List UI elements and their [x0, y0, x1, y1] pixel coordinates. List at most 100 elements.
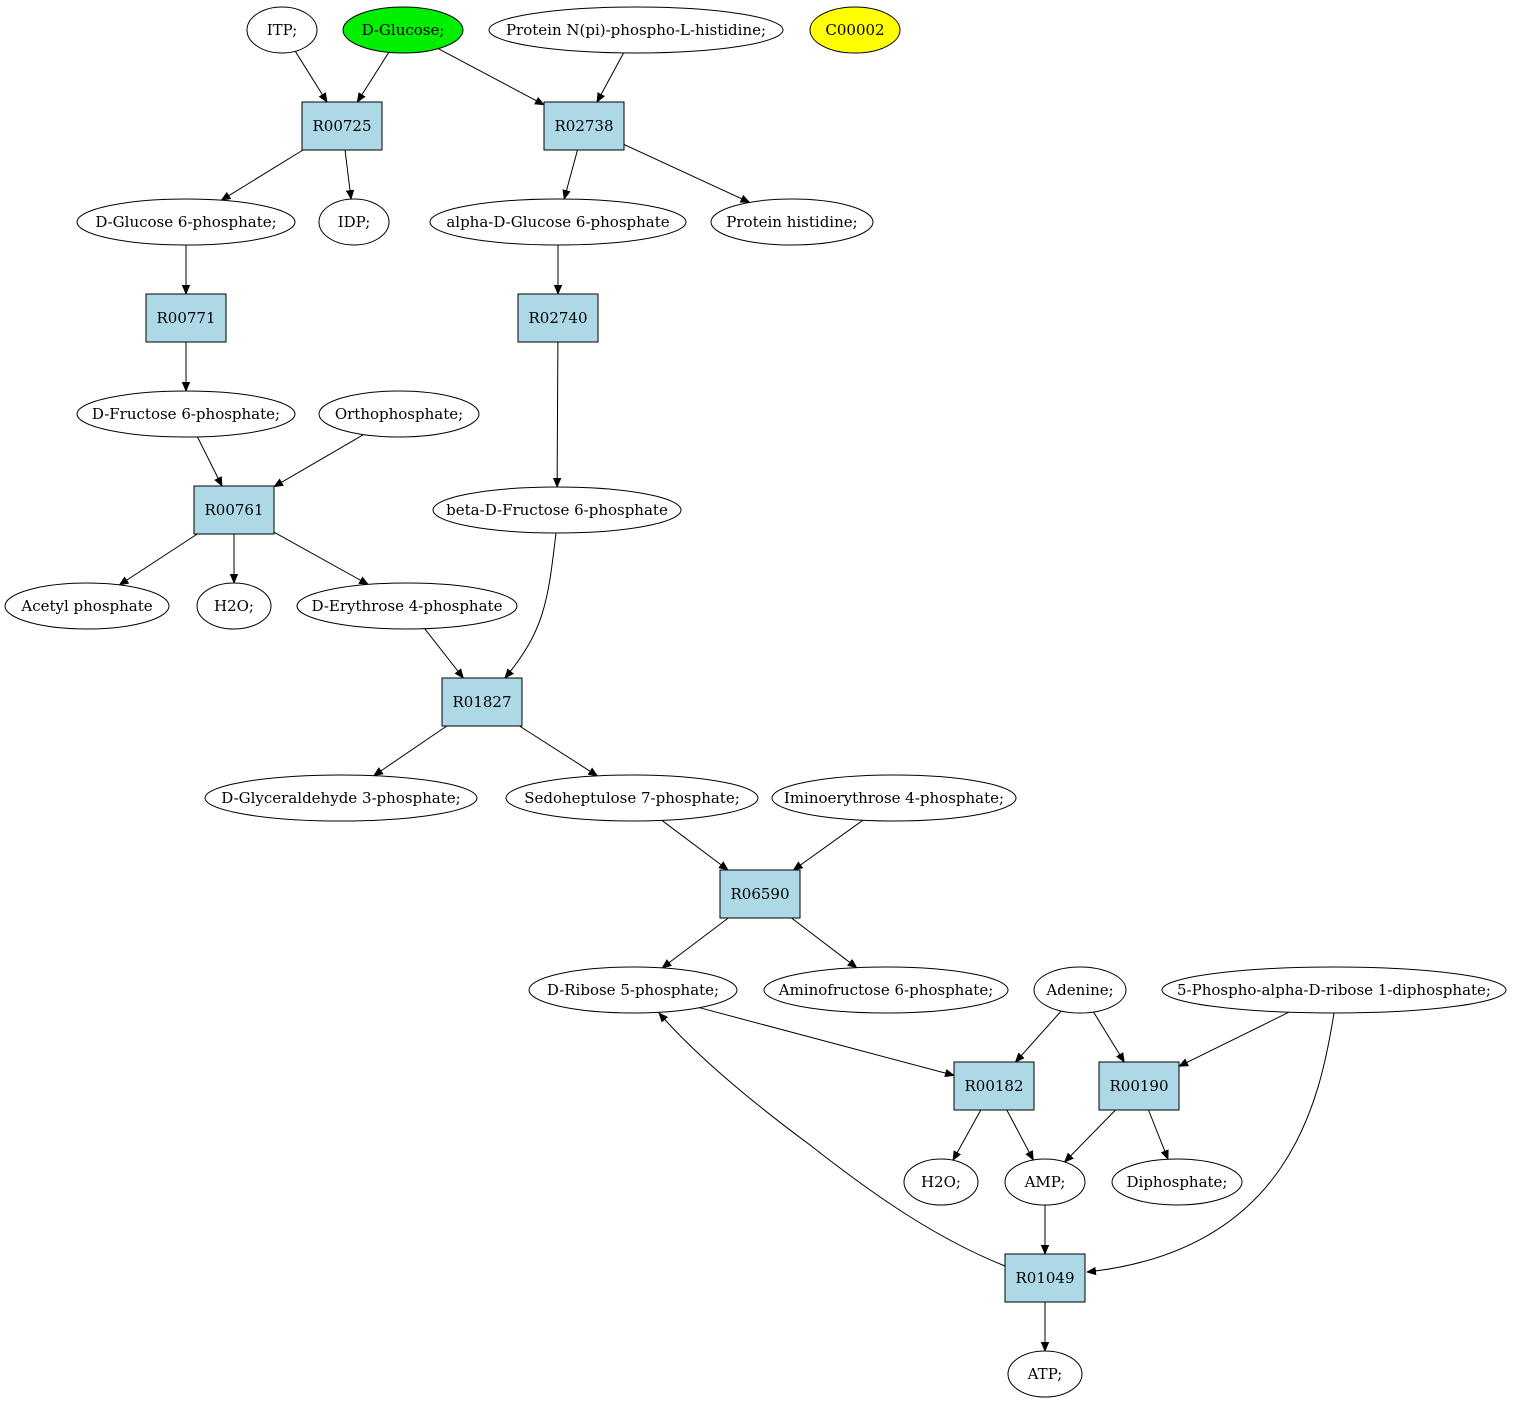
- compound-ellipse: [1007, 1350, 1083, 1398]
- node-label: D-Glyceraldehyde 3-phosphate;: [221, 789, 460, 807]
- edge-orthophosphate-to-r00761: [273, 434, 364, 488]
- node-label: D-Ribose 5-phosphate;: [547, 981, 719, 999]
- edge-adenine-to-r00182: [1014, 1010, 1062, 1063]
- edge-protein-phospho-to-r02738: [596, 52, 625, 103]
- compound-node-c00002[interactable]: C00002: [809, 6, 901, 54]
- edge-r02738-to-adg6p: [562, 149, 578, 200]
- edge-dglucose-to-r00725: [356, 52, 390, 103]
- edge-r06590-to-dr5p: [661, 917, 729, 969]
- compound-node-protein-phospho[interactable]: Protein N(pi)-phospho-L-histidine;: [488, 6, 784, 54]
- node-label: Diphosphate;: [1127, 1173, 1228, 1191]
- edge-r00761-to-acetyl-p: [118, 533, 198, 586]
- compound-node-itp[interactable]: ITP;: [246, 6, 318, 54]
- node-label: Iminoerythrose 4-phosphate;: [784, 789, 1004, 807]
- reaction-node-r00761[interactable]: R00761: [193, 485, 275, 535]
- compound-node-dglucose[interactable]: D-Glucose;: [342, 6, 464, 54]
- node-label: Protein N(pi)-phospho-L-histidine;: [506, 21, 766, 39]
- node-label: Sedoheptulose 7-phosphate;: [524, 789, 740, 807]
- node-label: R02740: [528, 309, 587, 327]
- node-label: R00725: [312, 117, 371, 135]
- compound-node-adg6p[interactable]: alpha-D-Glucose 6-phosphate: [429, 198, 687, 246]
- compound-node-bdf6p[interactable]: beta-D-Fructose 6-phosphate: [432, 486, 682, 534]
- compound-node-df6p[interactable]: D-Fructose 6-phosphate;: [76, 390, 296, 438]
- reaction-box: [1098, 1061, 1180, 1111]
- compound-ellipse: [763, 966, 1009, 1014]
- reaction-box: [145, 293, 227, 343]
- node-label: C00002: [825, 21, 884, 39]
- node-label: R01049: [1015, 1269, 1074, 1287]
- edge-r01827-to-s7p: [519, 725, 599, 777]
- reaction-node-r00190[interactable]: R00190: [1098, 1061, 1180, 1111]
- reaction-node-r01049[interactable]: R01049: [1004, 1253, 1086, 1303]
- compound-node-adenine[interactable]: Adenine;: [1033, 966, 1127, 1014]
- reaction-node-r00725[interactable]: R00725: [301, 101, 383, 151]
- compound-node-de4p[interactable]: D-Erythrose 4-phosphate: [296, 582, 518, 630]
- edge-r00182-to-amp: [1006, 1109, 1034, 1161]
- compound-node-ie4p[interactable]: Iminoerythrose 4-phosphate;: [771, 774, 1017, 822]
- node-label: beta-D-Fructose 6-phosphate: [446, 501, 668, 519]
- reaction-box: [543, 101, 625, 151]
- node-label: D-Glucose 6-phosphate;: [95, 213, 276, 231]
- node-label: R00190: [1109, 1077, 1168, 1095]
- edge-s7p-to-r06590: [661, 819, 729, 871]
- compound-ellipse: [76, 198, 296, 246]
- node-label: Acetyl phosphate: [20, 597, 152, 615]
- compound-node-amp[interactable]: AMP;: [1004, 1158, 1086, 1206]
- reaction-box: [517, 293, 599, 343]
- edge-r02738-to-protein-his: [623, 144, 751, 203]
- compound-ellipse: [342, 6, 464, 54]
- compound-node-diphosphate[interactable]: Diphosphate;: [1111, 1158, 1243, 1206]
- edge-r00190-to-amp: [1063, 1109, 1116, 1163]
- edge-df6p-to-r00761: [196, 436, 223, 487]
- reaction-node-r06590[interactable]: R06590: [719, 869, 801, 919]
- nodes-layer: ITP; D-Glucose; Protein N(pi)-phospho-L-hi…: [4, 6, 1507, 1398]
- node-label: D-Glucose;: [362, 21, 445, 39]
- compound-node-atp[interactable]: ATP;: [1007, 1350, 1083, 1398]
- compound-node-dga3p[interactable]: D-Glyceraldehyde 3-phosphate;: [204, 774, 478, 822]
- compound-ellipse: [1111, 1158, 1243, 1206]
- reaction-node-r02740[interactable]: R02740: [517, 293, 599, 343]
- compound-node-protein-his[interactable]: Protein histidine;: [710, 198, 874, 246]
- node-label: H2O;: [921, 1173, 961, 1191]
- node-label: Orthophosphate;: [335, 405, 463, 423]
- compound-node-h2o-b[interactable]: H2O;: [903, 1158, 979, 1206]
- reaction-node-r01827[interactable]: R01827: [441, 677, 523, 727]
- compound-node-s7p[interactable]: Sedoheptulose 7-phosphate;: [505, 774, 759, 822]
- compound-ellipse: [296, 582, 518, 630]
- compound-node-acetyl-p[interactable]: Acetyl phosphate: [4, 582, 170, 630]
- compound-ellipse: [196, 582, 272, 630]
- edge-itp-to-r00725: [294, 51, 328, 103]
- node-label: Protein histidine;: [726, 213, 857, 231]
- reaction-node-r00182[interactable]: R00182: [953, 1061, 1035, 1111]
- compound-node-idp[interactable]: IDP;: [318, 198, 390, 246]
- compound-node-dg6p[interactable]: D-Glucose 6-phosphate;: [76, 198, 296, 246]
- edge-bdf6p-to-r01827: [504, 532, 557, 679]
- edge-de4p-to-r01827: [424, 628, 464, 679]
- node-label: AMP;: [1024, 1173, 1066, 1191]
- compound-ellipse: [318, 198, 390, 246]
- edge-r02740-to-bdf6p: [552, 341, 562, 488]
- edges-layer: [118, 48, 1335, 1352]
- compound-ellipse: [505, 774, 759, 822]
- compound-ellipse: [204, 774, 478, 822]
- reaction-box: [301, 101, 383, 151]
- reaction-node-r00771[interactable]: R00771: [145, 293, 227, 343]
- compound-ellipse: [710, 198, 874, 246]
- compound-ellipse: [771, 774, 1017, 822]
- compound-node-prpp[interactable]: 5-Phospho-alpha-D-ribose 1-diphosphate;: [1161, 966, 1507, 1014]
- reaction-node-r02738[interactable]: R02738: [543, 101, 625, 151]
- edge-dr5p-to-r00182: [699, 1007, 955, 1078]
- node-label: ATP;: [1027, 1365, 1063, 1383]
- compound-ellipse: [4, 582, 170, 630]
- edge-ie4p-to-r06590: [792, 819, 864, 871]
- node-label: 5-Phospho-alpha-D-ribose 1-diphosphate;: [1177, 981, 1491, 999]
- compound-node-h2o-a[interactable]: H2O;: [196, 582, 272, 630]
- node-label: R00761: [204, 501, 263, 519]
- compound-ellipse: [1161, 966, 1507, 1014]
- node-label: H2O;: [214, 597, 254, 615]
- compound-node-orthophosphate[interactable]: Orthophosphate;: [318, 390, 480, 438]
- compound-node-af6p[interactable]: Aminofructose 6-phosphate;: [763, 966, 1009, 1014]
- compound-node-dr5p[interactable]: D-Ribose 5-phosphate;: [528, 966, 738, 1014]
- node-label: R01827: [452, 693, 511, 711]
